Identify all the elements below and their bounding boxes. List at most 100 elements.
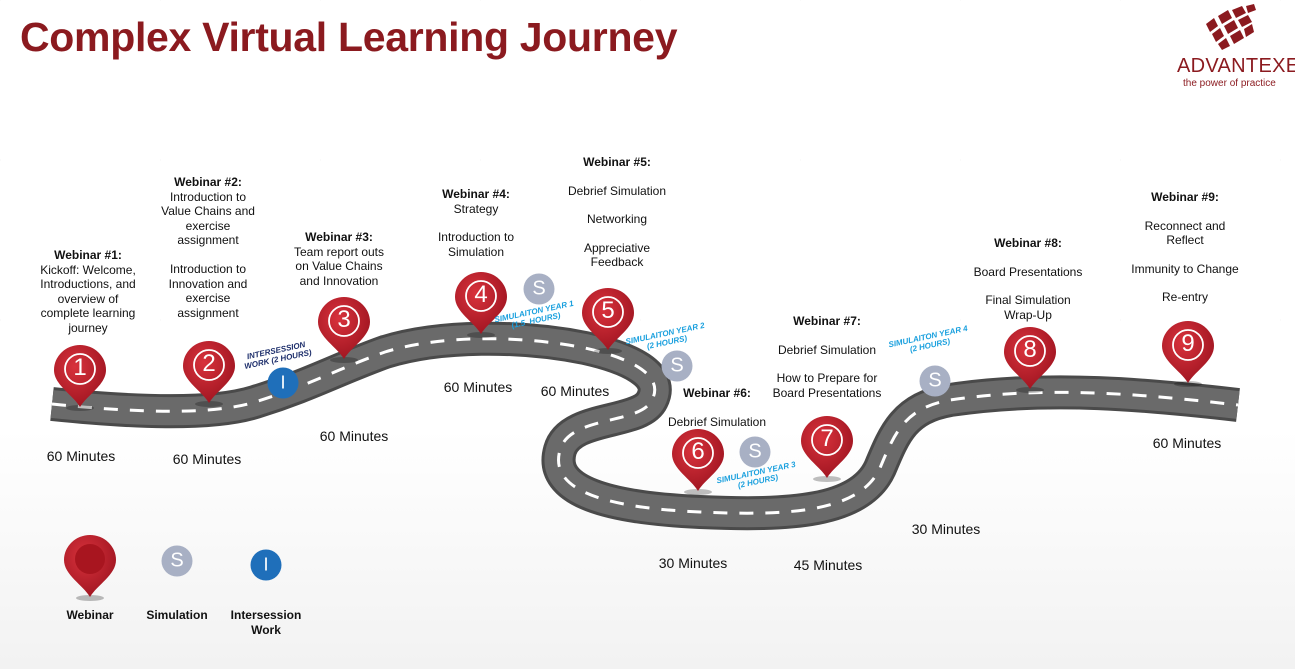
webinar-line: Feedback bbox=[590, 255, 644, 270]
webinar-pin-8: 8 bbox=[1003, 327, 1057, 393]
webinar-title: Webinar #6: bbox=[683, 386, 751, 400]
webinar-duration: 30 Minutes bbox=[658, 555, 728, 571]
webinar-duration: 60 Minutes bbox=[443, 379, 513, 395]
webinar-pin-6: 6 bbox=[671, 429, 725, 495]
webinar-line: Immunity to Change bbox=[1131, 261, 1239, 276]
webinar-pin-icon bbox=[672, 429, 724, 495]
webinar-number: 8 bbox=[1023, 336, 1037, 363]
webinar-title: Webinar #1: bbox=[54, 248, 122, 262]
logo-name: ADVANTEXE bbox=[1177, 55, 1295, 77]
webinar-number: 3 bbox=[337, 306, 351, 333]
webinar-pin-icon bbox=[1162, 321, 1214, 387]
webinar-number: 6 bbox=[691, 438, 705, 465]
webinar-duration: 60 Minutes bbox=[1152, 435, 1222, 451]
legend-label: Intersession Work bbox=[230, 608, 302, 637]
webinar-line: overview of bbox=[57, 291, 119, 306]
webinar-number: 4 bbox=[474, 281, 488, 308]
webinar-line: Wrap-Up bbox=[1004, 307, 1052, 322]
webinar-line: Reconnect and bbox=[1144, 218, 1226, 233]
webinar-pin-icon bbox=[183, 341, 235, 407]
webinar-pin-icon bbox=[1004, 327, 1056, 393]
webinar-line: How to Prepare for bbox=[776, 371, 878, 386]
webinar-line: Appreciative bbox=[583, 240, 651, 255]
road-center-line bbox=[51, 337, 1239, 515]
webinar-line: Final Simulation bbox=[985, 293, 1071, 308]
webinar-title: Webinar #9: bbox=[1151, 190, 1219, 204]
webinar-pin-7: 7 bbox=[800, 416, 854, 482]
simulation-icon: S bbox=[919, 365, 951, 397]
webinar-pin-1: 1 bbox=[53, 345, 107, 411]
webinar-line: Networking bbox=[586, 212, 648, 227]
webinar-number: 5 bbox=[601, 297, 615, 324]
webinar-number: 7 bbox=[820, 425, 834, 452]
legend-webinar-pin bbox=[63, 535, 117, 601]
intersession-icon: I bbox=[267, 367, 299, 399]
webinar-line: Introduction to bbox=[169, 189, 247, 204]
webinar-line: Reflect bbox=[1166, 233, 1204, 248]
webinar-number: 2 bbox=[202, 350, 216, 377]
simulation-icon: S bbox=[161, 545, 193, 577]
intersession-icon: I bbox=[250, 549, 282, 581]
webinar-line: Board Presentations bbox=[772, 385, 882, 400]
simulation-icon: S bbox=[739, 436, 771, 468]
webinar-line: Introductions, and bbox=[40, 277, 136, 292]
webinar-line: Value Chains and bbox=[161, 204, 255, 219]
webinar-pin-icon bbox=[582, 288, 634, 354]
webinar-title: Webinar #8: bbox=[994, 236, 1062, 250]
webinar-line: Re-entry bbox=[1161, 290, 1208, 305]
webinar-pin-4: 4 bbox=[454, 272, 508, 338]
webinar-pin-5: 5 bbox=[581, 288, 635, 354]
webinar-pin-3: 3 bbox=[317, 297, 371, 363]
webinar-line: Innovation and bbox=[168, 276, 248, 291]
webinar-title: Webinar #5: bbox=[583, 155, 651, 169]
webinar-pin-icon bbox=[455, 272, 507, 338]
webinar-line: Debrief Simulation bbox=[567, 183, 667, 198]
webinar-line: Kickoff: Welcome, bbox=[40, 262, 136, 277]
webinar-title: Webinar #2: bbox=[174, 175, 242, 189]
webinar-line: journey bbox=[68, 320, 108, 335]
webinar-line: Introduction to bbox=[437, 230, 515, 245]
webinar-line: Simulation bbox=[447, 244, 505, 259]
webinar-duration: 60 Minutes bbox=[172, 451, 242, 467]
webinar-line: Team report outs bbox=[293, 244, 385, 259]
logo-tagline: the power of practice bbox=[1183, 78, 1276, 89]
webinar-pin-icon bbox=[64, 535, 116, 601]
background-gradient bbox=[0, 430, 1295, 669]
webinar-pin-icon bbox=[801, 416, 853, 482]
webinar-pin-icon bbox=[54, 345, 106, 411]
webinar-line: Introduction to bbox=[169, 261, 247, 276]
webinar-line: exercise bbox=[185, 291, 231, 306]
webinar-duration: 30 Minutes bbox=[911, 521, 981, 537]
webinar-line: on Value Chains bbox=[295, 259, 383, 274]
webinar-pin-icon bbox=[318, 297, 370, 363]
webinar-duration: 60 Minutes bbox=[46, 448, 116, 464]
webinar-pin-9: 9 bbox=[1161, 321, 1215, 387]
webinar-line: Strategy bbox=[453, 201, 499, 216]
webinar-title: Webinar #4: bbox=[442, 187, 510, 201]
webinar-pin-2: 2 bbox=[182, 341, 236, 407]
webinar-description: Webinar #1:Kickoff: Welcome,Introduction… bbox=[23, 248, 153, 336]
webinar-line: assignment bbox=[177, 233, 239, 248]
legend-label: Simulation bbox=[146, 608, 208, 622]
webinar-line: complete learning bbox=[40, 306, 136, 321]
page-title: Complex Virtual Learning Journey bbox=[20, 14, 678, 60]
webinar-description: Webinar #6:Debrief Simulation bbox=[647, 386, 787, 429]
webinar-duration: 45 Minutes bbox=[793, 557, 863, 573]
legend-label: Webinar bbox=[66, 608, 114, 622]
logo-grid-icon bbox=[1206, 4, 1256, 50]
webinar-duration: 60 Minutes bbox=[319, 428, 389, 444]
webinar-number: 1 bbox=[73, 354, 87, 381]
webinar-title: Webinar #7: bbox=[793, 314, 861, 328]
webinar-line: Debrief Simulation bbox=[777, 342, 877, 357]
simulation-icon: S bbox=[661, 350, 693, 382]
webinar-line: assignment bbox=[177, 305, 239, 320]
webinar-line: and Innovation bbox=[299, 273, 379, 288]
